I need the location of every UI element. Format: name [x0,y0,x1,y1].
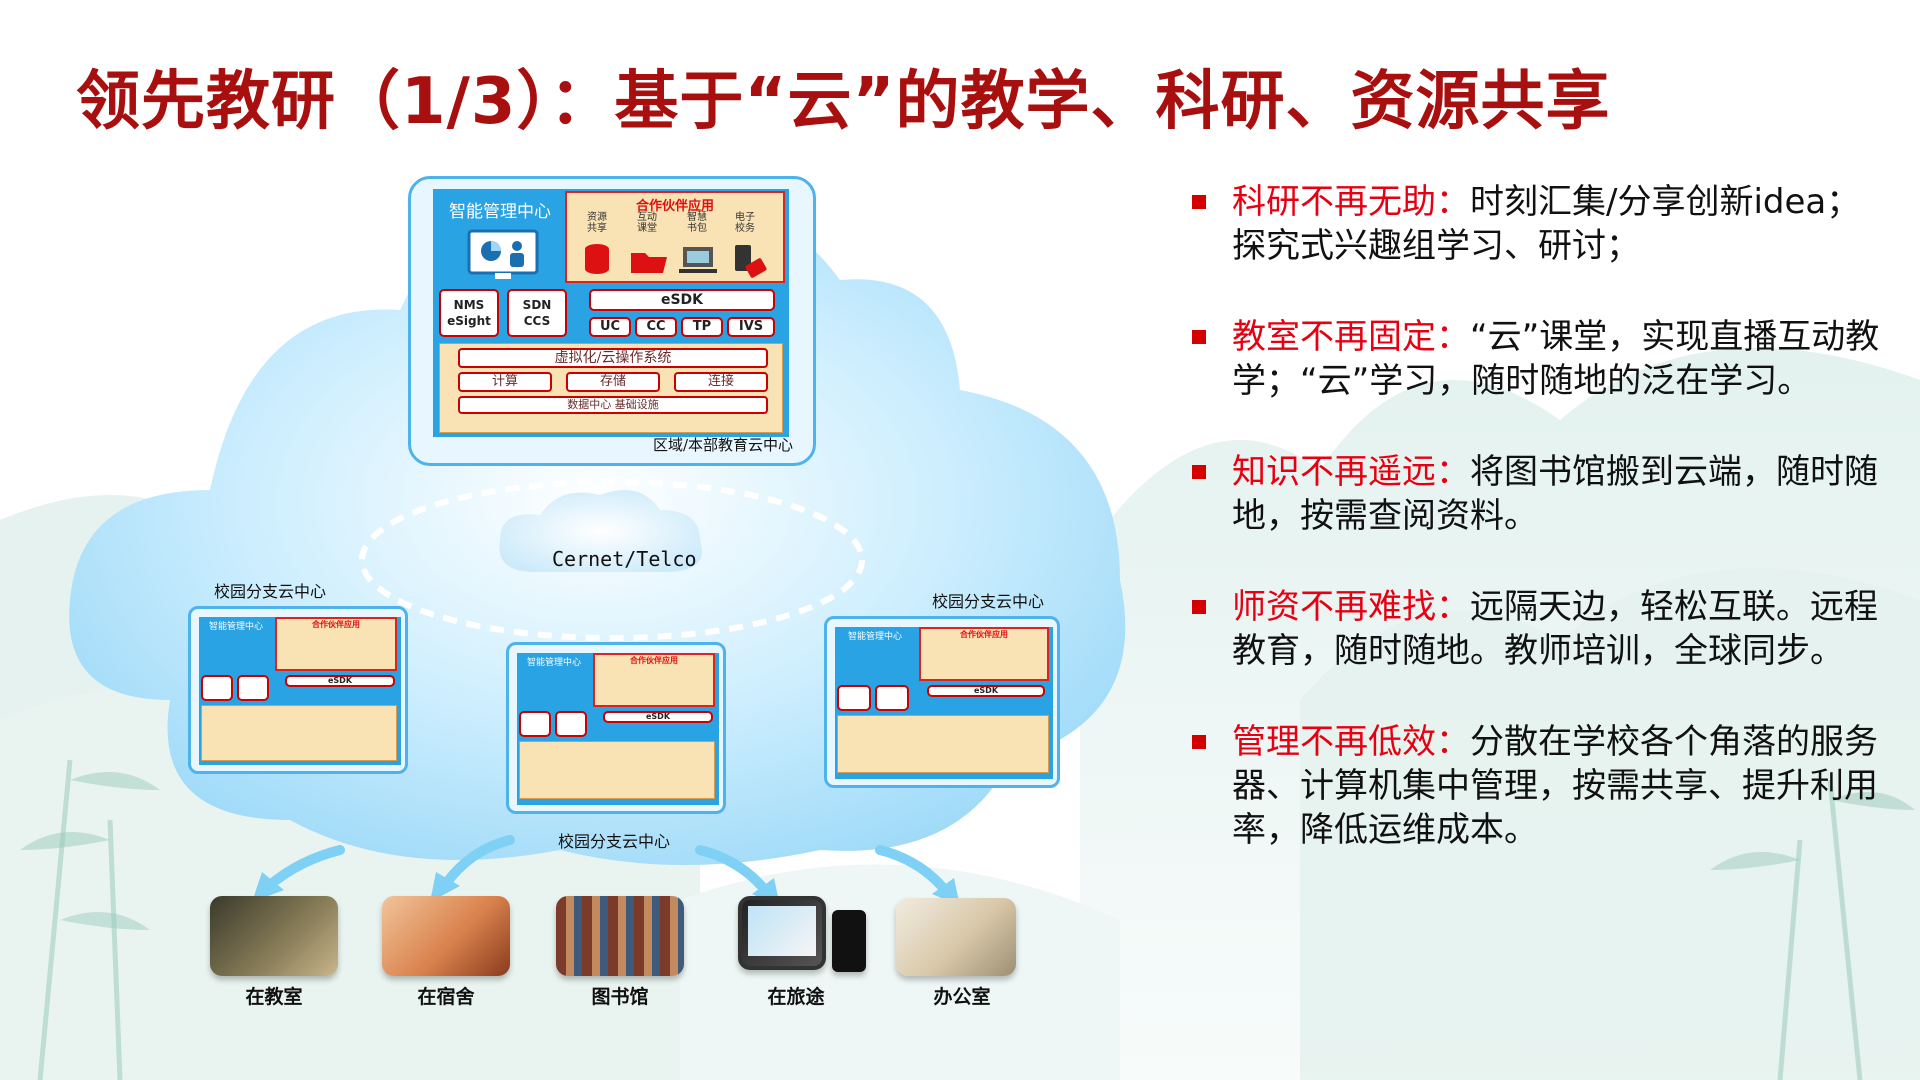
branch-nms-box [837,685,871,711]
partner-app-icons [585,244,767,278]
library-photo [556,896,684,976]
benefit-management: 管理不再低效：分散在学校各个角落的服务器、计算机集中管理，按需共享、提升利用率，… [1188,720,1888,852]
bullet-head: 科研不再无助： [1232,182,1470,222]
branch-partner-box: 合作伙伴应用 [919,627,1049,681]
branch-mgmt-label: 智能管理中心 [208,622,263,632]
bullet-body: 分散在学校各个角落的服务器、计算机集中管理，按需共享、提升利用率，降低运维成本。 [1232,722,1878,850]
branch-partner-box: 合作伙伴应用 [275,617,397,671]
benefit-research: 科研不再无助：时刻汇集/分享创新idea；探究式兴趣组学习、研讨； [1188,180,1888,268]
bullet-head: 管理不再低效： [1232,722,1470,762]
connect-bar: 连接 [674,372,768,392]
branch-infra [201,705,397,761]
location-office: 办公室 [933,986,991,1008]
bullet-body: 将图书馆搬到云端，随时随地，按需查阅资料。 [1232,452,1878,536]
branch-sdn-box [875,685,909,711]
monitor-icon [467,229,539,279]
branch-dc-right: 智能管理中心 合作伙伴应用 eSDK [824,616,1060,788]
location-library: 图书馆 [591,986,649,1008]
module-tp: TP [681,317,723,337]
branch-sdn-box [555,711,587,737]
partner-item-schoolbag: 智慧 书包 [687,212,707,234]
branch-dc-panel: 智能管理中心 合作伙伴应用 eSDK [835,627,1053,779]
bullet-head: 师资不再难找： [1232,587,1470,627]
infra-stack: 虚拟化/云操作系统 计算 存储 连接 数据中心 基础设施 [439,343,783,433]
cloud-architecture-diagram: 智能管理中心 合作伙伴应用 资源 共享 互动 课堂 智慧 书包 电子 校务 [0,160,1180,1020]
benefit-list: 科研不再无助：时刻汇集/分享创新idea；探究式兴趣组学习、研讨； 教室不再固定… [1188,180,1888,899]
infra-bar: 数据中心 基础设施 [458,396,768,414]
location-dormitory: 在宿舍 [417,986,475,1008]
phone-photo [832,910,866,972]
branch-partner-title: 合作伙伴应用 [960,630,1008,639]
location-classroom: 在教室 [245,986,303,1008]
partner-item-classroom: 互动 课堂 [637,212,657,234]
module-cc: CC [635,317,677,337]
partner-apps-title: 合作伙伴应用 [635,199,714,214]
bullet-head: 知识不再遥远： [1232,452,1470,492]
branch-nms-box [201,675,233,701]
branch-esdk-box: eSDK [927,685,1045,697]
location-travel: 在旅途 [767,986,825,1008]
bullet-head: 教室不再固定： [1232,317,1470,357]
branch-mid-caption: 校园分支云中心 [558,832,671,851]
branch-dc-mid: 智能管理中心 合作伙伴应用 eSDK [506,642,726,814]
branch-infra [519,741,715,799]
branch-esdk-box: eSDK [285,675,395,687]
regional-cloud-center: 智能管理中心 合作伙伴应用 资源 共享 互动 课堂 智慧 书包 电子 校务 [408,176,816,466]
mgmt-center-label: 智能管理中心 [449,202,551,222]
bullet-marker [1192,195,1206,209]
page-title: 领先教研（1/3）：基于“云”的教学、科研、资源共享 [76,65,1611,139]
regional-dc-caption: 区域/本部教育云中心 [652,436,793,454]
sdn-ccs-box: SDN CCS [507,289,567,337]
branch-right-caption: 校园分支云中心 [932,592,1045,611]
branch-mgmt-label: 智能管理中心 [526,658,581,668]
branch-sdn-box [237,675,269,701]
partner-item-resource: 资源 共享 [587,212,607,234]
bullet-marker [1192,735,1206,749]
bullet-marker [1192,600,1206,614]
office-photo [896,898,1016,976]
bullet-body: “云”课堂，实现直播互动教学；“云”学习，随时随地的泛在学习。 [1232,317,1880,401]
benefit-classroom: 教室不再固定：“云”课堂，实现直播互动教学；“云”学习，随时随地的泛在学习。 [1188,315,1888,403]
module-uc: UC [589,317,631,337]
branch-mgmt-label: 智能管理中心 [847,632,902,642]
branch-esdk-box: eSDK [603,711,713,723]
module-ivs: IVS [727,317,775,337]
partner-apps-box: 合作伙伴应用 资源 共享 互动 课堂 智慧 书包 电子 校务 [565,191,785,283]
bullet-marker [1192,465,1206,479]
branch-partner-title: 合作伙伴应用 [630,656,678,665]
esdk-box: eSDK [589,289,775,311]
branch-dc-left: 智能管理中心 合作伙伴应用 eSDK [188,606,408,774]
dc-panel: 智能管理中心 合作伙伴应用 资源 共享 互动 课堂 智慧 书包 电子 校务 [433,189,789,437]
branch-partner-title: 合作伙伴应用 [312,620,360,629]
compute-bar: 计算 [458,372,552,392]
benefit-knowledge: 知识不再遥远：将图书馆搬到云端，随时随地，按需查阅资料。 [1188,450,1888,538]
bullet-marker [1192,330,1206,344]
tablet-screen [748,906,816,956]
branch-left-caption: 校园分支云中心 [214,582,327,601]
classroom-photo [210,896,338,976]
dormitory-photo [382,896,510,976]
bullet-body: 时刻汇集/分享创新idea；探究式兴趣组学习、研讨； [1232,182,1861,266]
nms-esight-box: NMS eSight [439,289,499,337]
network-label: Cernet/Telco [552,547,697,571]
partner-item-affairs: 电子 校务 [735,212,755,234]
branch-nms-box [519,711,551,737]
bullet-body: 远隔天边，轻松互联。远程教育，随时随地。教师培训，全球同步。 [1232,587,1878,671]
branch-infra [837,715,1049,773]
tablet-photo [738,896,826,970]
virtualization-bar: 虚拟化/云操作系统 [458,348,768,368]
branch-dc-panel: 智能管理中心 合作伙伴应用 eSDK [517,653,719,805]
storage-bar: 存储 [566,372,660,392]
branch-dc-panel: 智能管理中心 合作伙伴应用 eSDK [199,617,401,765]
benefit-teachers: 师资不再难找：远隔天边，轻松互联。远程教育，随时随地。教师培训，全球同步。 [1188,585,1888,673]
branch-partner-box: 合作伙伴应用 [593,653,715,707]
